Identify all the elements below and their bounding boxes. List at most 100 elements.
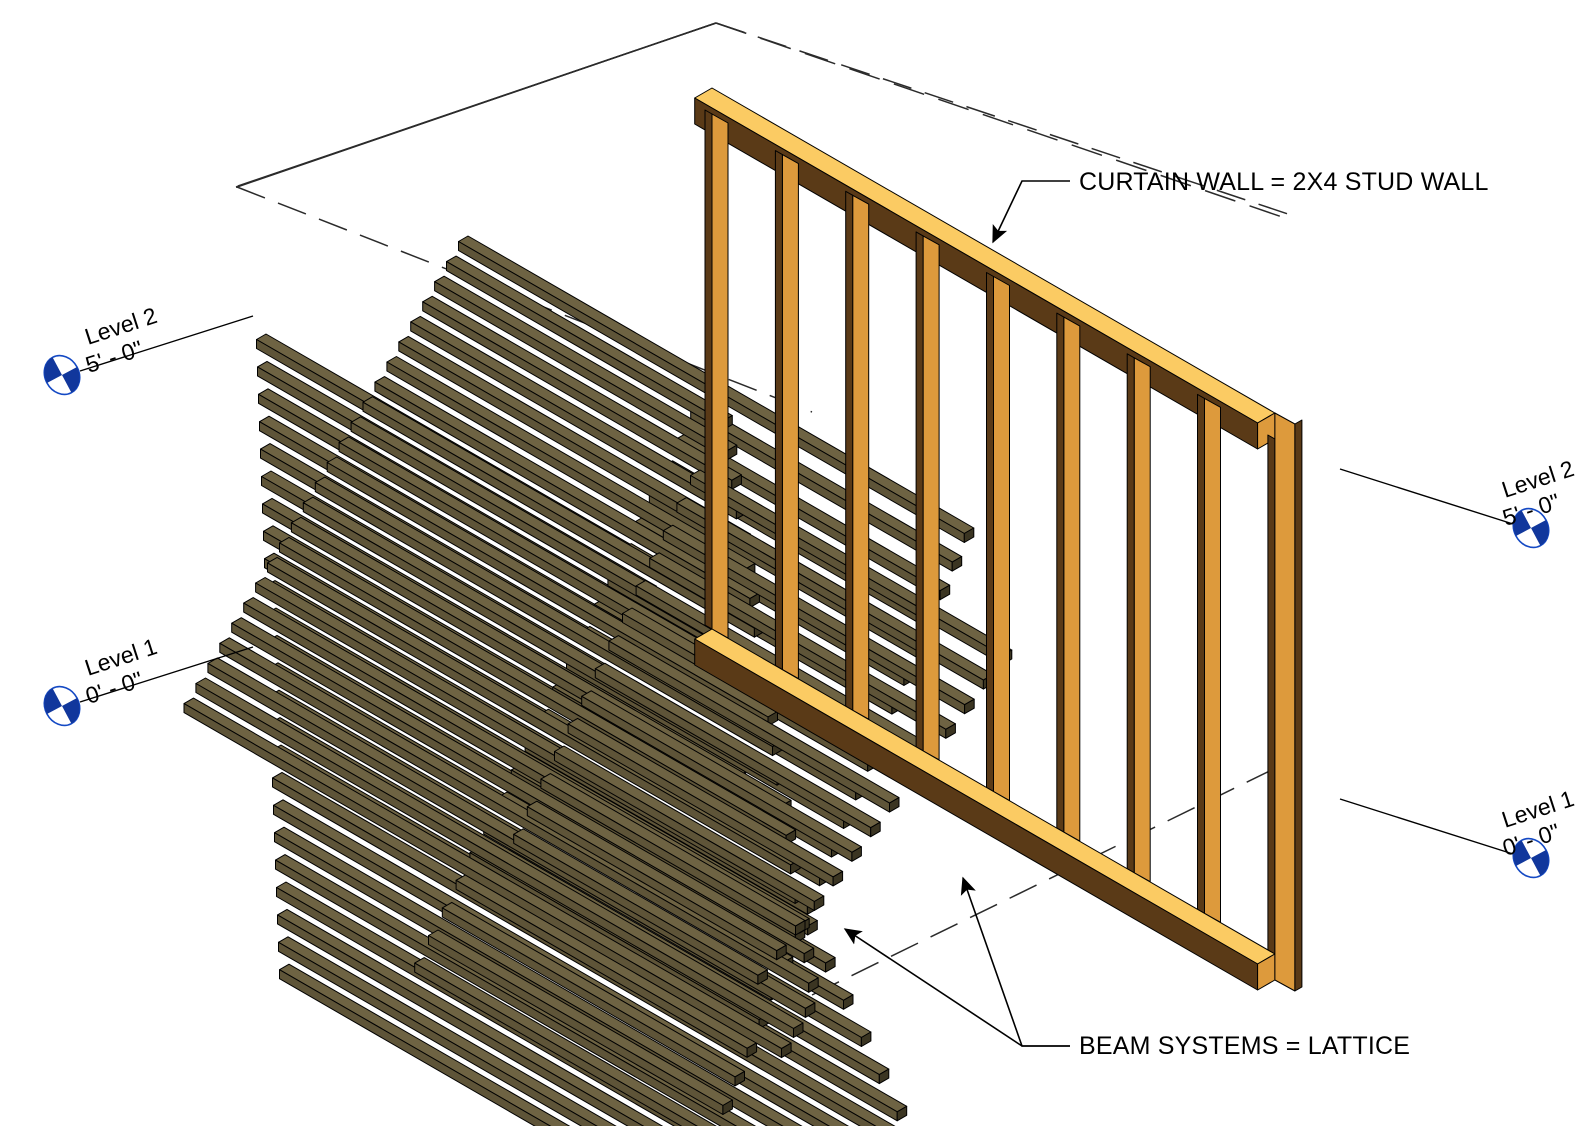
- annotation-leader-line: [843, 928, 1070, 1047]
- stud-front-face: [1063, 316, 1081, 842]
- beam-end-face: [807, 920, 818, 936]
- beam-end-face: [757, 969, 768, 985]
- lattice-member-a: [195, 677, 804, 1038]
- beam-top-face: [273, 799, 850, 1126]
- lattice-member-c: [414, 957, 717, 1126]
- lattice-member-a2: [567, 717, 844, 887]
- wall-stud: [1197, 393, 1221, 923]
- level-leader-level-1-left: [79, 646, 254, 703]
- stud-side-face: [774, 150, 783, 671]
- bubble-quadrant: [1513, 510, 1531, 536]
- beam-end-face: [851, 846, 862, 862]
- wall-end-post: [1274, 412, 1303, 992]
- bubble-quadrant: [62, 698, 80, 724]
- beam-side-face: [414, 962, 698, 1126]
- lattice-member-c: [428, 929, 733, 1115]
- lattice-member-b: [277, 908, 664, 1126]
- annotation-texts: CURTAIN WALL = 2X4 STUD WALL BEAM SYSTEMS…: [1079, 168, 1489, 1060]
- bubble-quadrant: [1513, 840, 1531, 866]
- beam-end-face: [813, 895, 825, 911]
- lattice-member-a2: [594, 662, 881, 838]
- beam-end-face: [964, 698, 975, 715]
- beam-end-face: [804, 1002, 816, 1018]
- beam-end-face: [832, 870, 844, 887]
- beam-top-face: [274, 826, 803, 1126]
- beam-end-face: [939, 584, 951, 601]
- bubble-quadrant: [44, 688, 62, 714]
- lattice-member-a2: [608, 635, 900, 813]
- level-marker-level-1-right[interactable]: Level 10' - 0": [1491, 785, 1586, 884]
- annotation-leaders: [843, 180, 1070, 1047]
- stud-side-face: [845, 190, 854, 711]
- annotation-label: BEAM SYSTEMS = LATTICE: [1079, 1032, 1410, 1060]
- annotation-label: CURTAIN WALL = 2X4 STUD WALL: [1079, 168, 1489, 196]
- lattice-member-a2: [540, 773, 806, 936]
- stud-side-face: [915, 231, 924, 752]
- beam-end-face: [746, 1042, 758, 1058]
- beam-end-face: [722, 1099, 733, 1115]
- stud-side-face: [986, 272, 994, 792]
- stud-side-face: [1056, 312, 1065, 833]
- annotation-leader-line: [960, 876, 1070, 1047]
- stud-front-face: [1204, 397, 1221, 923]
- beam-end-face: [870, 821, 881, 838]
- level-leader-level-2-right: [1339, 468, 1514, 525]
- beam-side-face: [274, 832, 784, 1126]
- level-marker-level-1-left[interactable]: Level 10' - 0": [38, 633, 169, 732]
- datum-upper-left: [237, 22, 717, 187]
- wall-top-plate: [694, 87, 1276, 450]
- level-label-group: Level 25' - 0": [82, 302, 161, 378]
- lattice-member-a: [374, 376, 760, 609]
- wall-stud: [986, 272, 1010, 801]
- beam-side-face: [279, 969, 552, 1126]
- beam-end-face: [878, 1068, 890, 1085]
- level-bubble-icon: [43, 354, 81, 396]
- beam-top-face: [277, 908, 664, 1126]
- stud-front-face: [922, 235, 940, 761]
- bubble-quadrant: [1531, 520, 1549, 546]
- stud-side-face: [1267, 434, 1276, 955]
- beam-end-face: [781, 1042, 792, 1059]
- beam-end-face: [963, 527, 975, 543]
- bubble-quadrant: [62, 367, 80, 393]
- level-marker-level-2-left[interactable]: Level 25' - 0": [38, 302, 169, 401]
- beam-end-face: [803, 947, 815, 964]
- wall-stud: [1056, 312, 1081, 842]
- beam-top-face: [414, 957, 717, 1126]
- level-leader-level-1-right: [1339, 798, 1514, 855]
- wall-stud: [774, 150, 799, 680]
- lattice-member-a2: [513, 828, 768, 985]
- beam-end-face: [951, 556, 963, 572]
- stud-front-face: [711, 113, 729, 639]
- stud-front-face: [1133, 357, 1151, 883]
- beam-side-face: [277, 914, 645, 1126]
- beam-end-face: [793, 1022, 804, 1038]
- beam-end-face: [776, 944, 787, 961]
- lattice-member-b: [274, 826, 803, 1126]
- lattice-member-a: [183, 697, 792, 1059]
- bubble-quadrant: [44, 357, 62, 383]
- beam-side-face: [275, 859, 737, 1126]
- end-post-side-face: [1294, 419, 1303, 992]
- beam-side-face: [278, 941, 598, 1126]
- lattice-member-a2: [581, 690, 862, 862]
- stud-side-face: [1126, 353, 1135, 874]
- lattice-member-b: [278, 936, 617, 1126]
- stud-side-face: [704, 109, 713, 630]
- level-leader-level-2-left: [79, 315, 254, 372]
- wall-bottom-plate: [694, 628, 1276, 991]
- beam-end-face: [860, 1031, 872, 1047]
- annotation-leader-line: [992, 180, 1070, 244]
- wall-stud: [704, 109, 729, 639]
- level-leader-lines: [79, 315, 1514, 855]
- level-marker-level-2-right[interactable]: Level 25' - 0": [1491, 455, 1586, 554]
- beam-end-face: [945, 723, 956, 739]
- level-bubble-icon: [1512, 837, 1550, 879]
- bubble-quadrant: [1531, 850, 1549, 876]
- lattice-member-a: [422, 295, 742, 490]
- beam-end-face: [896, 1105, 908, 1122]
- beam-end-face: [808, 977, 819, 993]
- wall-stud: [915, 231, 940, 761]
